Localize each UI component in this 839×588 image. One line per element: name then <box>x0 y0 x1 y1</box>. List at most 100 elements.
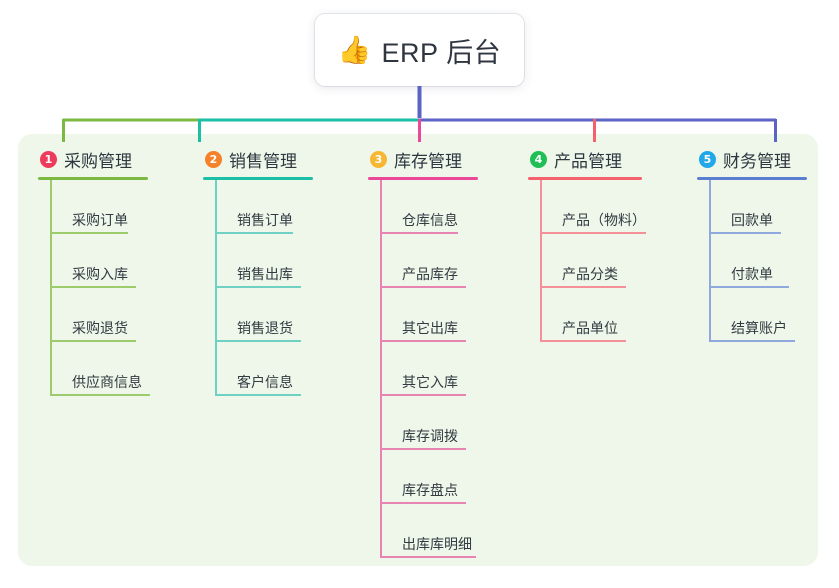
branch-1-header[interactable]: 1 采购管理 <box>38 146 148 172</box>
branch-purchase-management[interactable]: 1 采购管理 采购订单 采购入库 采购退货 供应商信息 <box>38 146 150 396</box>
branch-2-number-badge: 2 <box>205 150 222 168</box>
branch-5-item-1-label: 回款单 <box>731 212 773 228</box>
branch-2-items: 销售订单 销售出库 销售退货 客户信息 <box>215 180 313 396</box>
branch-5-rule <box>697 177 807 180</box>
branch-4-number-badge: 4 <box>530 150 547 168</box>
branch-4-item-3-rule <box>540 340 626 342</box>
list-item[interactable]: 供应商信息 <box>50 342 150 396</box>
branch-5-header[interactable]: 5 财务管理 <box>697 146 807 172</box>
branch-1-item-2-rule <box>50 286 136 288</box>
branch-2-item-3-rule <box>215 340 301 342</box>
list-item[interactable]: 销售订单 <box>215 180 313 234</box>
branch-4-item-2-rule <box>540 286 626 288</box>
branch-5-items: 回款单 付款单 结算账户 <box>709 180 807 342</box>
branch-5-item-3-label: 结算账户 <box>731 320 787 336</box>
branch-1-spine <box>50 180 52 396</box>
branch-product-management[interactable]: 4 产品管理 产品（物料） 产品分类 产品单位 <box>528 146 646 342</box>
branch-3-item-7-label: 出库库明细 <box>402 536 472 552</box>
list-item[interactable]: 销售退货 <box>215 288 313 342</box>
branch-3-header[interactable]: 3 库存管理 <box>368 146 478 172</box>
branch-4-rule <box>528 177 642 180</box>
list-item[interactable]: 采购退货 <box>50 288 148 342</box>
branch-3-item-2-label: 产品库存 <box>402 266 458 282</box>
branch-3-item-5-label: 库存调拨 <box>402 428 458 444</box>
branch-1-title: 采购管理 <box>64 151 132 171</box>
branch-3-item-1-rule <box>380 232 458 234</box>
branch-4-item-1-label: 产品（物料） <box>562 212 646 228</box>
branch-5-item-3-rule <box>709 340 795 342</box>
branch-2-item-2-rule <box>215 286 301 288</box>
list-item[interactable]: 出库库明细 <box>380 504 478 558</box>
branch-1-item-1-label: 采购订单 <box>72 212 128 228</box>
branch-1-number-badge: 1 <box>40 150 57 168</box>
branch-1-item-2-label: 采购入库 <box>72 266 128 282</box>
list-item[interactable]: 库存盘点 <box>380 450 478 504</box>
branch-3-item-5-rule <box>380 448 466 450</box>
root-node[interactable]: 👍 ERP 后台 <box>315 14 524 86</box>
branch-4-item-3-label: 产品单位 <box>562 320 618 336</box>
branch-2-rule <box>203 177 313 180</box>
branch-1-item-1-rule <box>50 232 128 234</box>
list-item[interactable]: 仓库信息 <box>380 180 478 234</box>
branch-1-item-3-rule <box>50 340 136 342</box>
branch-4-title: 产品管理 <box>554 151 622 171</box>
branch-2-item-2-label: 销售出库 <box>237 266 293 282</box>
branch-5-title: 财务管理 <box>723 151 791 171</box>
branch-5-item-1-rule <box>709 232 781 234</box>
branch-2-item-1-label: 销售订单 <box>237 212 293 228</box>
branch-2-item-3-label: 销售退货 <box>237 320 293 336</box>
list-item[interactable]: 回款单 <box>709 180 807 234</box>
list-item[interactable]: 客户信息 <box>215 342 313 396</box>
branch-1-item-4-rule <box>50 394 150 396</box>
branch-3-items: 仓库信息 产品库存 其它出库 其它入库 库存调拨 库存盘点 <box>380 180 478 558</box>
branch-3-item-1-label: 仓库信息 <box>402 212 458 228</box>
list-item[interactable]: 其它入库 <box>380 342 478 396</box>
branch-finance-management[interactable]: 5 财务管理 回款单 付款单 结算账户 <box>697 146 807 342</box>
branch-2-header[interactable]: 2 销售管理 <box>203 146 313 172</box>
branch-3-item-2-rule <box>380 286 466 288</box>
branch-3-spine <box>380 180 382 558</box>
branch-4-spine <box>540 180 542 342</box>
list-item[interactable]: 产品单位 <box>540 288 646 342</box>
branch-3-item-6-rule <box>380 502 466 504</box>
branch-3-item-4-label: 其它入库 <box>402 374 458 390</box>
branch-4-header[interactable]: 4 产品管理 <box>528 146 646 172</box>
list-item[interactable]: 库存调拨 <box>380 396 478 450</box>
branch-4-item-2-label: 产品分类 <box>562 266 618 282</box>
branch-3-item-4-rule <box>380 394 466 396</box>
branch-5-item-2-rule <box>709 286 789 288</box>
list-item[interactable]: 产品分类 <box>540 234 646 288</box>
branch-2-item-4-label: 客户信息 <box>237 374 293 390</box>
branch-5-spine <box>709 180 711 342</box>
branch-2-title: 销售管理 <box>229 151 297 171</box>
list-item[interactable]: 采购订单 <box>50 180 148 234</box>
branch-4-items: 产品（物料） 产品分类 产品单位 <box>540 180 646 342</box>
list-item[interactable]: 其它出库 <box>380 288 478 342</box>
list-item[interactable]: 产品库存 <box>380 234 478 288</box>
branch-3-title: 库存管理 <box>394 151 462 171</box>
branch-4-item-1-rule <box>540 232 646 234</box>
branch-3-number-badge: 3 <box>370 150 387 168</box>
list-item[interactable]: 采购入库 <box>50 234 148 288</box>
list-item[interactable]: 产品（物料） <box>540 180 646 234</box>
branch-1-item-4-label: 供应商信息 <box>72 374 142 390</box>
branch-1-item-3-label: 采购退货 <box>72 320 128 336</box>
branch-3-rule <box>368 177 478 180</box>
branch-2-item-1-rule <box>215 232 293 234</box>
list-item[interactable]: 付款单 <box>709 234 807 288</box>
branch-3-item-6-label: 库存盘点 <box>402 482 458 498</box>
branch-5-number-badge: 5 <box>699 150 716 168</box>
list-item[interactable]: 结算账户 <box>709 288 807 342</box>
branch-5-item-2-label: 付款单 <box>731 266 773 282</box>
list-item[interactable]: 销售出库 <box>215 234 313 288</box>
branch-3-item-3-label: 其它出库 <box>402 320 458 336</box>
branch-3-item-7-rule <box>380 556 476 558</box>
thumbs-up-icon: 👍 <box>337 34 372 65</box>
branch-sales-management[interactable]: 2 销售管理 销售订单 销售出库 销售退货 客户信息 <box>203 146 313 396</box>
root-node-label: ERP 后台 <box>381 37 502 68</box>
branch-1-items: 采购订单 采购入库 采购退货 供应商信息 <box>50 180 150 396</box>
branch-inventory-management[interactable]: 3 库存管理 仓库信息 产品库存 其它出库 其它入库 库存调拨 <box>368 146 478 558</box>
branch-1-rule <box>38 177 148 180</box>
